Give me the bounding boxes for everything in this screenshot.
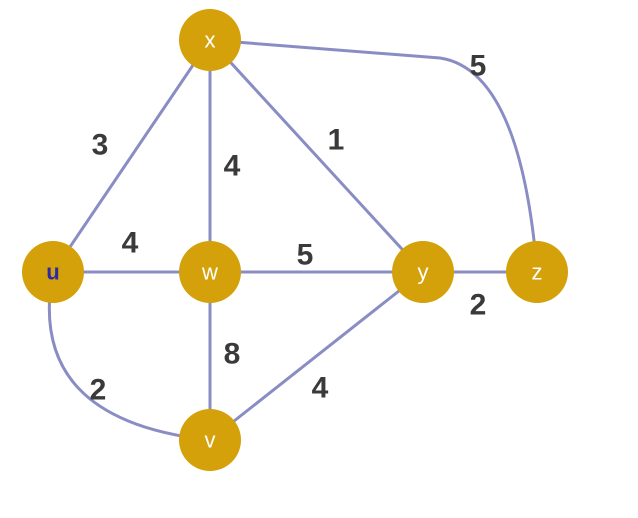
weight-x-u: 3 [92, 129, 109, 162]
node-label-x: x [205, 28, 216, 53]
node-y: y [392, 241, 454, 303]
node-label-w: w [201, 260, 218, 285]
weight-u-v: 2 [90, 374, 107, 407]
edges [47, 38, 539, 442]
node-z: z [506, 241, 568, 303]
node-x: x [179, 9, 241, 71]
weight-x-w: 4 [224, 150, 241, 183]
node-v: v [179, 409, 241, 471]
weight-x-y: 1 [328, 124, 345, 157]
edge-y-v [209, 270, 424, 442]
weight-x-z: 5 [470, 50, 487, 83]
node-label-y: y [418, 260, 429, 285]
node-w: w [179, 241, 241, 303]
edge-x-u [51, 39, 212, 273]
weight-y-v: 4 [312, 372, 329, 405]
edge-x-z [209, 38, 539, 271]
node-u: u [22, 241, 84, 303]
edge-x-y [208, 38, 425, 274]
weight-w-y: 5 [297, 239, 314, 272]
node-label-z: z [532, 260, 543, 285]
weight-u-w: 4 [122, 227, 139, 260]
weight-w-v: 8 [224, 338, 241, 371]
edge-u-v [47, 271, 211, 442]
node-label-v: v [205, 428, 216, 453]
edge-weights: 5 3 4 1 4 5 2 8 2 4 [90, 50, 487, 407]
node-label-u: u [46, 260, 59, 285]
weight-y-z: 2 [470, 289, 487, 322]
